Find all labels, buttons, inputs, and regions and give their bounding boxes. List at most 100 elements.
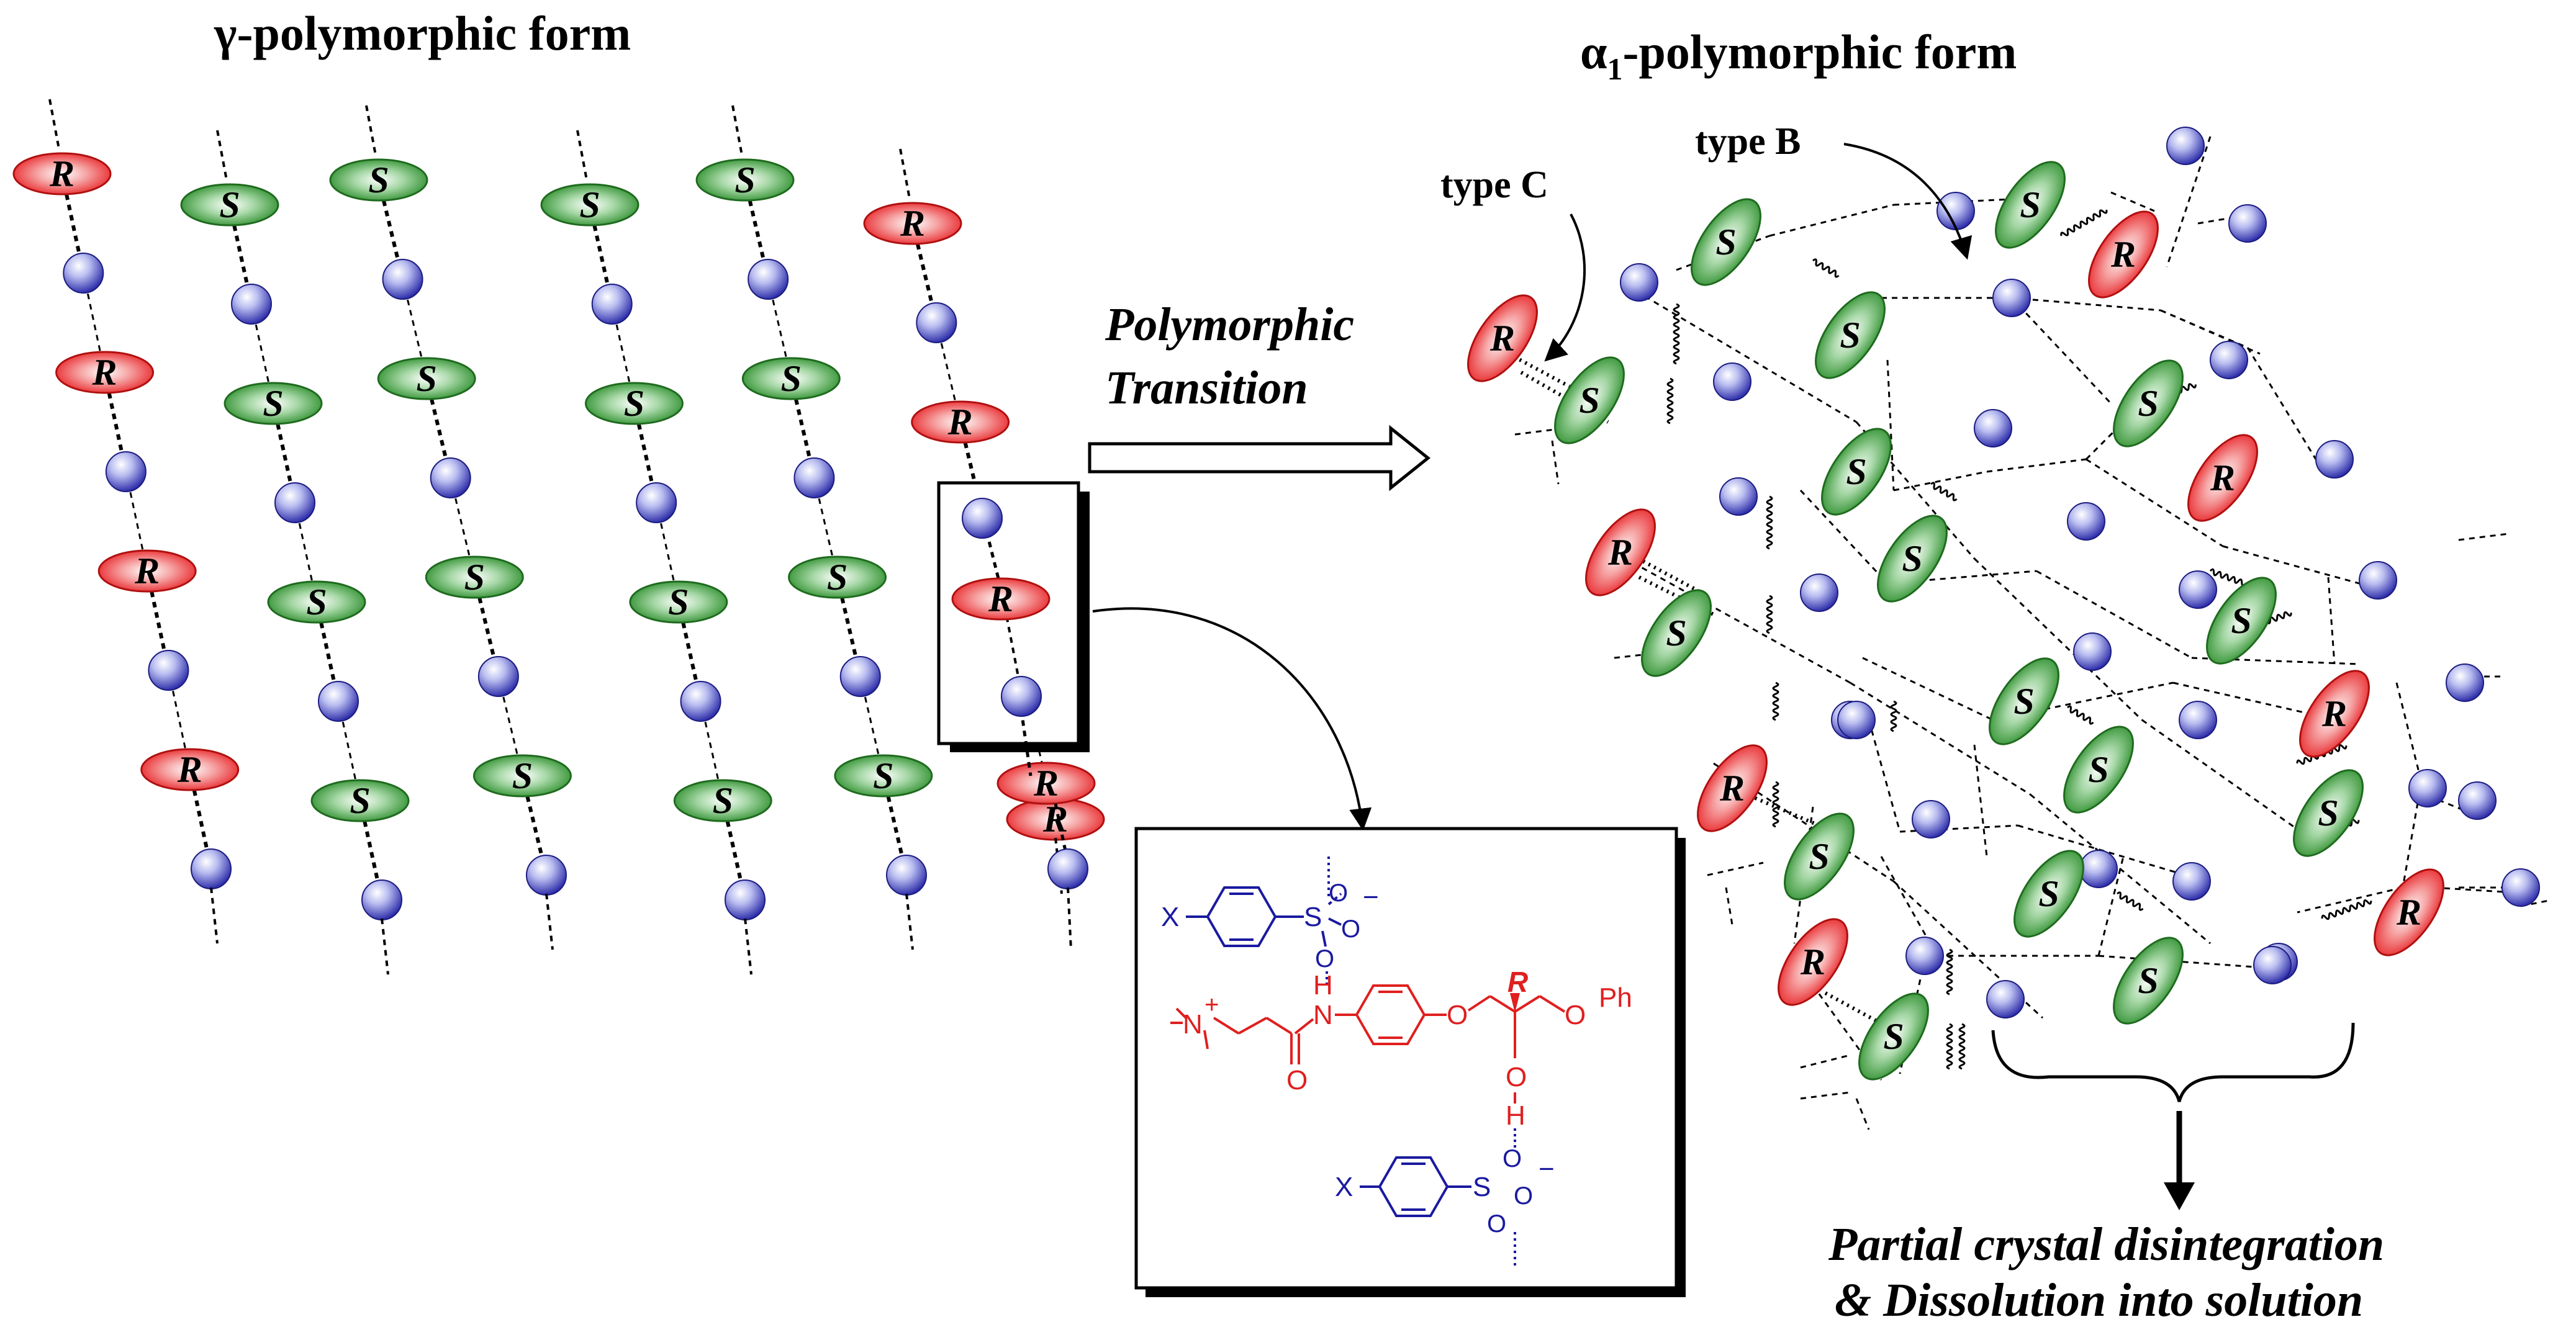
chem-x-top: X bbox=[1161, 902, 1179, 932]
gamma-chain-4-unit-0: S bbox=[695, 158, 795, 202]
chem-o-ether2: O bbox=[1565, 1000, 1586, 1030]
alpha-unit-7-label: S bbox=[1846, 451, 1866, 492]
gamma-chain-5-unit-2-label: R bbox=[947, 402, 973, 443]
alpha-unit-20: R bbox=[2374, 868, 2444, 956]
alpha-unit-19-label: S bbox=[2038, 873, 2059, 914]
gamma-chain-2-sphere-5 bbox=[477, 656, 519, 697]
gamma-chain-4-unit-6-label: S bbox=[873, 755, 893, 796]
alpha-sphere-2 bbox=[1620, 263, 1658, 302]
repeat-unit-content: R bbox=[951, 498, 1051, 776]
alpha-unit-8: R bbox=[2187, 434, 2258, 522]
gamma-chain-3-sphere-3 bbox=[636, 482, 677, 523]
gamma-chain-4-unit-2: S bbox=[741, 357, 841, 400]
gamma-chain-1-unit-6: S bbox=[310, 779, 410, 822]
chem-x-bot: X bbox=[1335, 1172, 1353, 1202]
gamma-chain-0-unit-2-label: R bbox=[92, 352, 117, 393]
alpha-unit-19: S bbox=[2013, 850, 2084, 938]
box-sphere-top bbox=[962, 498, 1003, 539]
transition-label-1: Polymorphic bbox=[1105, 299, 1354, 351]
alpha-unit-4-label: S bbox=[1840, 315, 1860, 356]
alpha-unit-17: S bbox=[1784, 812, 1855, 901]
alpha-unit-5: S bbox=[1554, 356, 1625, 444]
gamma-chain-0-unit-2: R bbox=[55, 351, 155, 394]
gamma-chain-1-unit-0: S bbox=[180, 183, 279, 227]
gamma-chain-2-unit-6: S bbox=[472, 754, 572, 798]
alpha-sphere-25 bbox=[1986, 980, 2025, 1018]
box-sphere-bottom bbox=[1001, 676, 1042, 717]
alpha-unit-16-label: S bbox=[2088, 749, 2108, 790]
gamma-chain-0-unit-0: R bbox=[12, 152, 112, 196]
gamma-chain-3-unit-4: S bbox=[629, 580, 728, 624]
alpha-unit-11: S bbox=[2206, 577, 2277, 665]
alpha-unit-17-label: S bbox=[1809, 836, 1829, 877]
chem-o-bot-3: O bbox=[1487, 1210, 1506, 1238]
gamma-chain-4-unit-6: S bbox=[834, 754, 933, 798]
molecule-structure: X S O O O − N bbox=[1161, 857, 1632, 1269]
alpha-unit-6-label: S bbox=[2138, 383, 2158, 424]
alpha-unit-13: S bbox=[1989, 657, 2059, 745]
chem-s-bot: S bbox=[1473, 1172, 1491, 1202]
gamma-chain-0-sphere-7 bbox=[191, 848, 232, 889]
chem-h-hydroxyl: H bbox=[1506, 1100, 1525, 1131]
result-label-2: & Dissolution into solution bbox=[1835, 1274, 2363, 1326]
chem-o-ether1: O bbox=[1447, 1000, 1468, 1030]
gamma-chain-0-sphere-5 bbox=[148, 650, 189, 691]
chem-ph: Ph bbox=[1599, 983, 1632, 1013]
chem-o-bot-1: O bbox=[1503, 1145, 1522, 1172]
alpha-sphere-12 bbox=[2179, 570, 2217, 609]
alpha-unit-10-label: S bbox=[1902, 538, 1922, 579]
gamma-chain-4-sphere-7 bbox=[886, 855, 927, 896]
alpha-unit-16: S bbox=[2063, 726, 2134, 814]
alpha-sphere-9 bbox=[2067, 502, 2105, 541]
gamma-chain-5-unit-0: R bbox=[863, 202, 962, 245]
gamma-chain-1-unit-2: S bbox=[224, 382, 323, 425]
gamma-chain-1-unit-2-label: S bbox=[263, 383, 283, 424]
type-c-label: type C bbox=[1440, 164, 1548, 206]
alpha-unit-2-label: S bbox=[1715, 222, 1736, 263]
alpha-sphere-11 bbox=[1800, 573, 1838, 612]
gamma-chain-0-unit-6: R bbox=[140, 748, 240, 791]
gamma-chain-3-sphere-7 bbox=[725, 879, 766, 920]
gamma-chain-3-unit-0-label: S bbox=[579, 184, 600, 225]
gamma-chain-5-unit-2: R bbox=[911, 400, 1010, 444]
alpha-unit-13-label: S bbox=[2013, 681, 2034, 722]
alpha-unit-7: S bbox=[1821, 428, 1892, 516]
gamma-chain-3-unit-4-label: S bbox=[668, 582, 689, 623]
alpha-sphere-27 bbox=[2501, 868, 2540, 907]
gamma-chain-5-tail-unit: R bbox=[997, 762, 1096, 805]
gamma-chain-5-unit-0-label: R bbox=[900, 203, 925, 244]
chem-o-top-3: O bbox=[1315, 945, 1334, 973]
type-c-arrow bbox=[1544, 214, 1586, 362]
alpha-unit-18-label: S bbox=[2318, 793, 2338, 834]
alpha-unit-22-label: S bbox=[2138, 960, 2158, 1001]
alpha-unit-6: S bbox=[2113, 359, 2184, 447]
alpha-sphere-8 bbox=[1719, 477, 1758, 516]
chem-o-top-2: O bbox=[1341, 915, 1360, 943]
gamma-chain-4-unit-4: S bbox=[788, 555, 887, 599]
gamma-chain-0-unit-0-label: R bbox=[49, 153, 75, 194]
alpha-title: α1-polymorphic form bbox=[1580, 25, 2017, 86]
alpha-sphere-6 bbox=[2210, 341, 2248, 379]
alpha-sphere-23 bbox=[1905, 937, 1944, 975]
alpha-unit-14-label: R bbox=[2321, 693, 2347, 734]
gamma-chain-3-unit-6: S bbox=[673, 779, 772, 822]
gamma-chain-1-sphere-1 bbox=[231, 284, 272, 325]
alpha-unit-23: S bbox=[1858, 992, 1929, 1081]
chem-n-plus: N bbox=[1183, 1009, 1203, 1040]
type-b-arrow bbox=[1843, 143, 1973, 260]
alpha-sphere-0 bbox=[2166, 127, 2205, 165]
alpha-sphere-1 bbox=[1937, 192, 1975, 230]
alpha-unit-22: S bbox=[2113, 937, 2184, 1025]
alpha-sphere-3 bbox=[1992, 279, 2031, 317]
alpha-unit-1-label: R bbox=[2110, 234, 2136, 275]
gamma-chain-2-unit-0-label: S bbox=[368, 160, 389, 200]
chem-r-center: R bbox=[1507, 966, 1528, 998]
alpha-sphere-18 bbox=[2179, 701, 2217, 739]
gamma-chain-2-unit-4: S bbox=[425, 555, 524, 599]
alpha-unit-11-label: S bbox=[2231, 600, 2251, 641]
gamma-chain-1-unit-4: S bbox=[267, 580, 366, 624]
chem-o-hydroxyl: O bbox=[1506, 1062, 1527, 1092]
